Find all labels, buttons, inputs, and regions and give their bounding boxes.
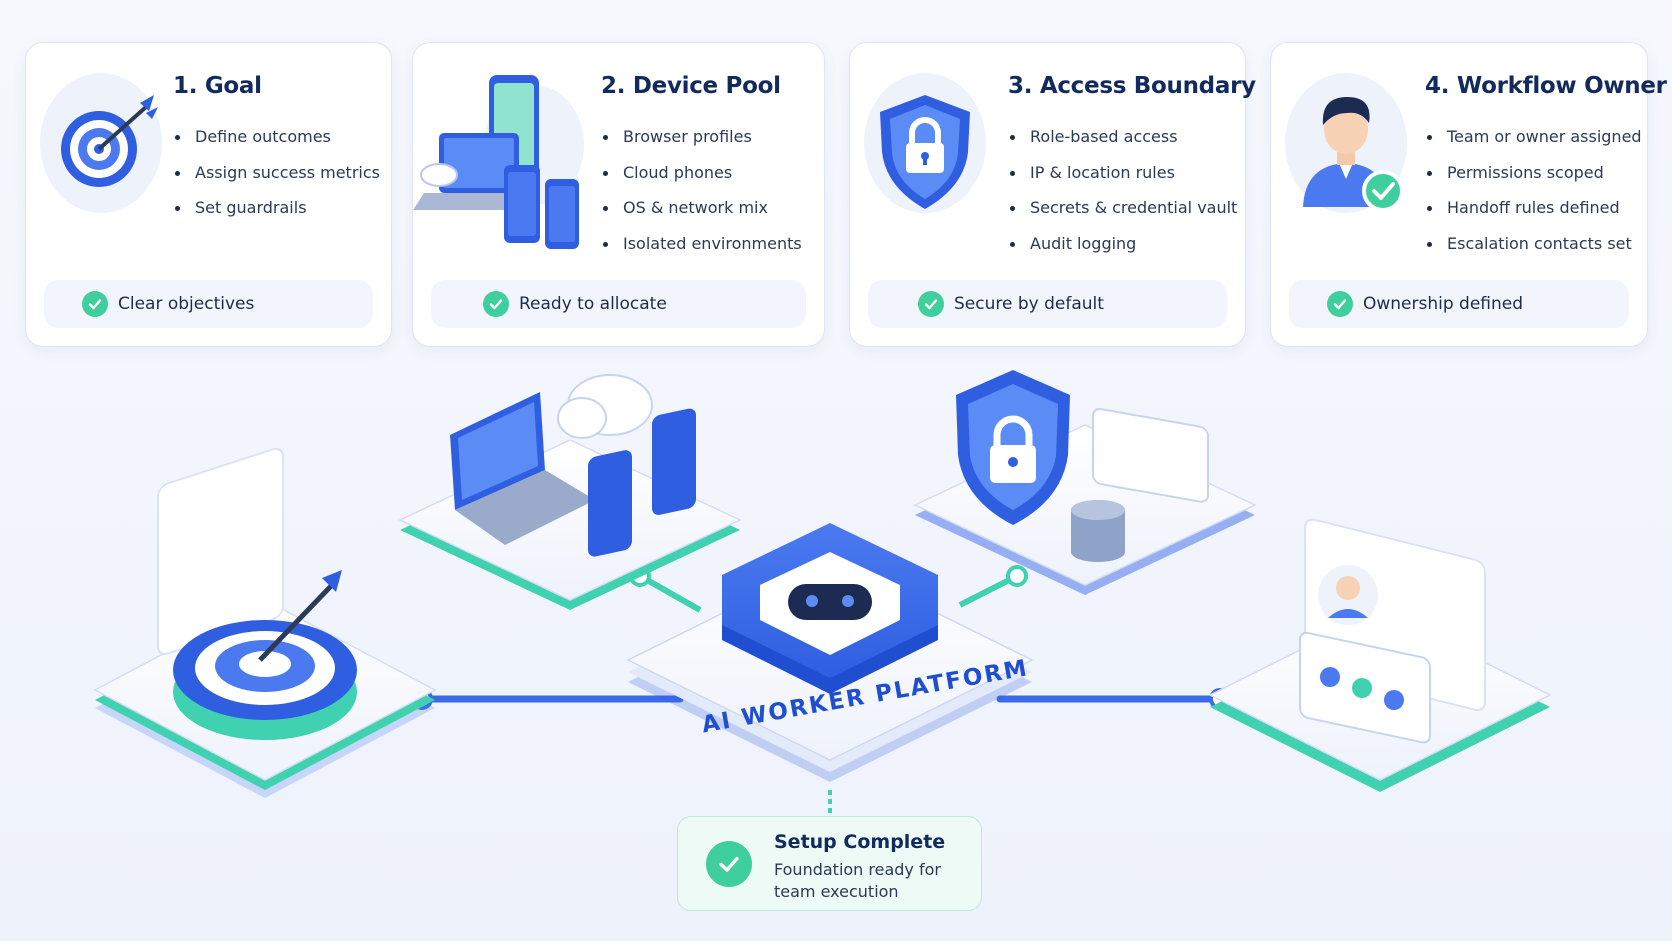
check-icon [706, 841, 752, 887]
card-list: Role-based access IP & location rules Se… [1008, 119, 1237, 261]
footer-label: Ownership defined [1363, 294, 1524, 314]
card-title: 1. Goal [173, 73, 262, 99]
card-title: 3. Access Boundary [1008, 73, 1256, 99]
card-footer: Secure by default [868, 280, 1227, 328]
status-line: Foundation ready for [774, 860, 941, 879]
card-list: Define outcomes Assign success metrics S… [173, 119, 380, 226]
target-icon [36, 67, 166, 221]
list-item: Secrets & credential vault [1008, 190, 1237, 226]
card-workflow-owner: 4. Workflow Owner Team or owner assigned… [1270, 42, 1667, 347]
status-title: Setup Complete [774, 831, 946, 853]
list-item: Cloud phones [601, 155, 802, 191]
card-goal: 1. Goal Define outcomes Assign success m… [25, 42, 392, 347]
list-item: IP & location rules [1008, 155, 1237, 191]
goal-platform [93, 447, 437, 798]
owner-icon [1281, 67, 1411, 221]
check-icon [1327, 291, 1353, 317]
card-list: Browser profiles Cloud phones OS & netwo… [601, 119, 802, 261]
list-item: Permissions scoped [1425, 155, 1642, 191]
list-item: Team or owner assigned [1425, 119, 1642, 155]
list-item: Isolated environments [601, 226, 802, 262]
setup-complete-status: Setup Complete Foundation ready for team… [677, 816, 982, 911]
list-item: Escalation contacts set [1425, 226, 1642, 262]
card-footer: Clear objectives [44, 280, 373, 328]
footer-label: Clear objectives [118, 294, 255, 314]
status-line: team execution [774, 882, 899, 901]
list-item: OS & network mix [601, 190, 802, 226]
card-footer: Ownership defined [1289, 280, 1629, 328]
shield-lock-icon [860, 67, 990, 221]
list-item: Assign success metrics [173, 155, 380, 191]
card-title: 2. Device Pool [601, 73, 781, 99]
card-device-pool: 2. Device Pool Browser profiles Cloud ph… [412, 42, 825, 347]
access-platform [913, 370, 1257, 595]
footer-label: Secure by default [954, 294, 1104, 314]
list-item: Handoff rules defined [1425, 190, 1642, 226]
list-item: Define outcomes [173, 119, 380, 155]
list-item: Set guardrails [173, 190, 380, 226]
list-item: Audit logging [1008, 226, 1237, 262]
check-icon [82, 291, 108, 317]
list-item: Role-based access [1008, 119, 1237, 155]
ai-worker-hub [626, 523, 1034, 782]
devices-icon [399, 65, 594, 259]
card-access-boundary: 3. Access Boundary Role-based access IP … [849, 42, 1256, 347]
device-platform [398, 374, 742, 610]
card-title: 4. Workflow Owner [1425, 73, 1667, 99]
status-subtitle: Foundation ready for team execution [774, 859, 974, 903]
card-footer: Ready to allocate [431, 280, 806, 328]
footer-label: Ready to allocate [519, 294, 667, 314]
list-item: Browser profiles [601, 119, 802, 155]
check-icon [918, 291, 944, 317]
card-list: Team or owner assigned Permissions scope… [1425, 119, 1642, 261]
check-icon [483, 291, 509, 317]
owner-platform [1208, 518, 1552, 792]
